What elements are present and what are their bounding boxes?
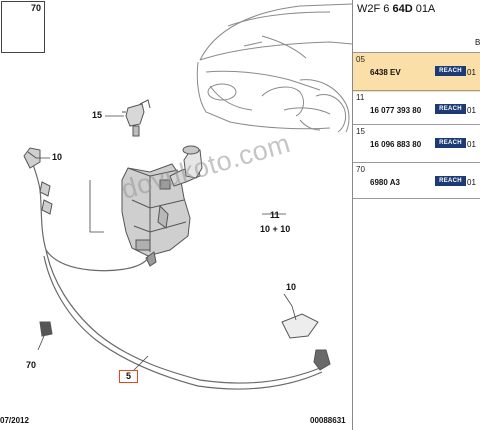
row-reference: 16 096 883 80: [370, 140, 422, 149]
diagram-code-title: W2F 6 64D 01A: [357, 3, 435, 15]
row-index: 11: [356, 93, 365, 102]
parts-row[interactable]: 11 16 077 393 80 REACH 01: [353, 90, 480, 130]
callout-5-highlighted[interactable]: 5: [119, 370, 139, 383]
callout-10-top[interactable]: 10: [52, 152, 63, 162]
thumbnail-number: 70: [30, 3, 41, 13]
parts-row[interactable]: 70 6980 A3 REACH 01: [353, 162, 480, 202]
parts-row[interactable]: 05 6438 EV REACH 01: [353, 52, 480, 92]
table-bottom-divider: [353, 198, 480, 199]
reach-badge: REACH: [435, 138, 466, 148]
washer-reservoir: [121, 145, 203, 267]
callout-10-plus-10[interactable]: 10 + 10: [260, 224, 291, 234]
footer-date: 07/2012: [0, 416, 29, 425]
nozzle-parts: [23, 147, 331, 371]
callout-10-right[interactable]: 10: [286, 282, 297, 292]
row-quantity: 01: [467, 140, 476, 149]
row-reference: 16 077 393 80: [370, 106, 422, 115]
code-bold: 64D: [392, 3, 413, 15]
thumbnail-box-70[interactable]: 70: [1, 1, 45, 53]
callout-11[interactable]: 11: [270, 210, 280, 220]
row-quantity: 01: [467, 178, 476, 187]
reach-badge: REACH: [435, 66, 466, 76]
row-index: 15: [356, 127, 365, 136]
column-header: B: [475, 38, 480, 47]
parts-list-panel: W2F 6 64D 01A B 05 6438 EV REACH 01 11 1…: [352, 0, 480, 430]
footer-code: 00088631: [310, 416, 346, 425]
row-index: 05: [356, 55, 365, 64]
leader-lines: [27, 115, 297, 373]
code-suffix: 01A: [412, 3, 436, 15]
code-prefix: W2F 6: [357, 3, 393, 15]
row-reference: 6980 A3: [370, 178, 400, 187]
row-quantity: 01: [467, 68, 476, 77]
reach-badge: REACH: [435, 176, 466, 186]
parts-diagram: 70 15 10 11 10 + 10 10 70 5 dovukoto.com…: [0, 1, 352, 425]
callout-70[interactable]: 70: [26, 360, 37, 370]
row-index: 70: [356, 165, 365, 174]
car-illustration: [196, 3, 352, 133]
pump-part-15: [122, 99, 151, 137]
parts-row[interactable]: 15 16 096 883 80 REACH 01: [353, 124, 480, 164]
row-quantity: 01: [467, 106, 476, 115]
callout-15[interactable]: 15: [92, 110, 103, 120]
reach-badge: REACH: [435, 104, 466, 114]
diagram-drawing: [7, 3, 352, 390]
row-reference: 6438 EV: [370, 68, 401, 77]
